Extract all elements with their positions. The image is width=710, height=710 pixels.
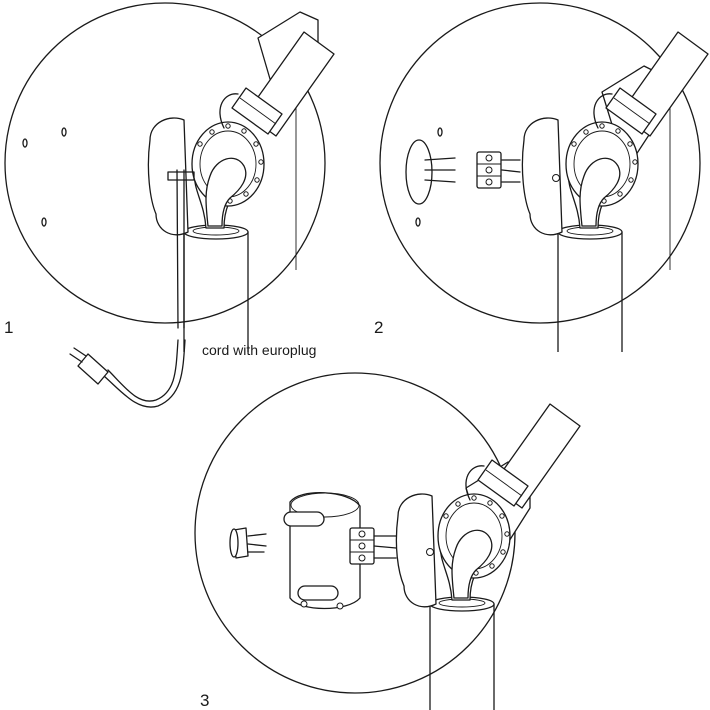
junction-box-icon: [283, 492, 361, 610]
step-3-number: 3: [200, 691, 209, 710]
europlug-icon: [69, 347, 109, 385]
terminal-block-icon: [349, 527, 375, 565]
wall-opening: [405, 139, 433, 205]
wall-hole: [61, 127, 67, 137]
wall-plug-icon: [229, 527, 267, 559]
step-2-number: 2: [374, 318, 383, 337]
terminal-block-icon: [476, 151, 502, 189]
cord-callout: cord with europlug: [202, 342, 316, 358]
wall-hole: [22, 138, 28, 148]
wall-wires: [424, 157, 456, 183]
step-1-number: 1: [4, 318, 13, 337]
wall-hole: [41, 217, 47, 227]
step-3-panel: [194, 372, 581, 710]
step-2-panel: [379, 2, 709, 353]
cord-line: [176, 169, 185, 329]
cord-with-europlug: [69, 339, 186, 408]
step-1-panel: [4, 2, 335, 353]
